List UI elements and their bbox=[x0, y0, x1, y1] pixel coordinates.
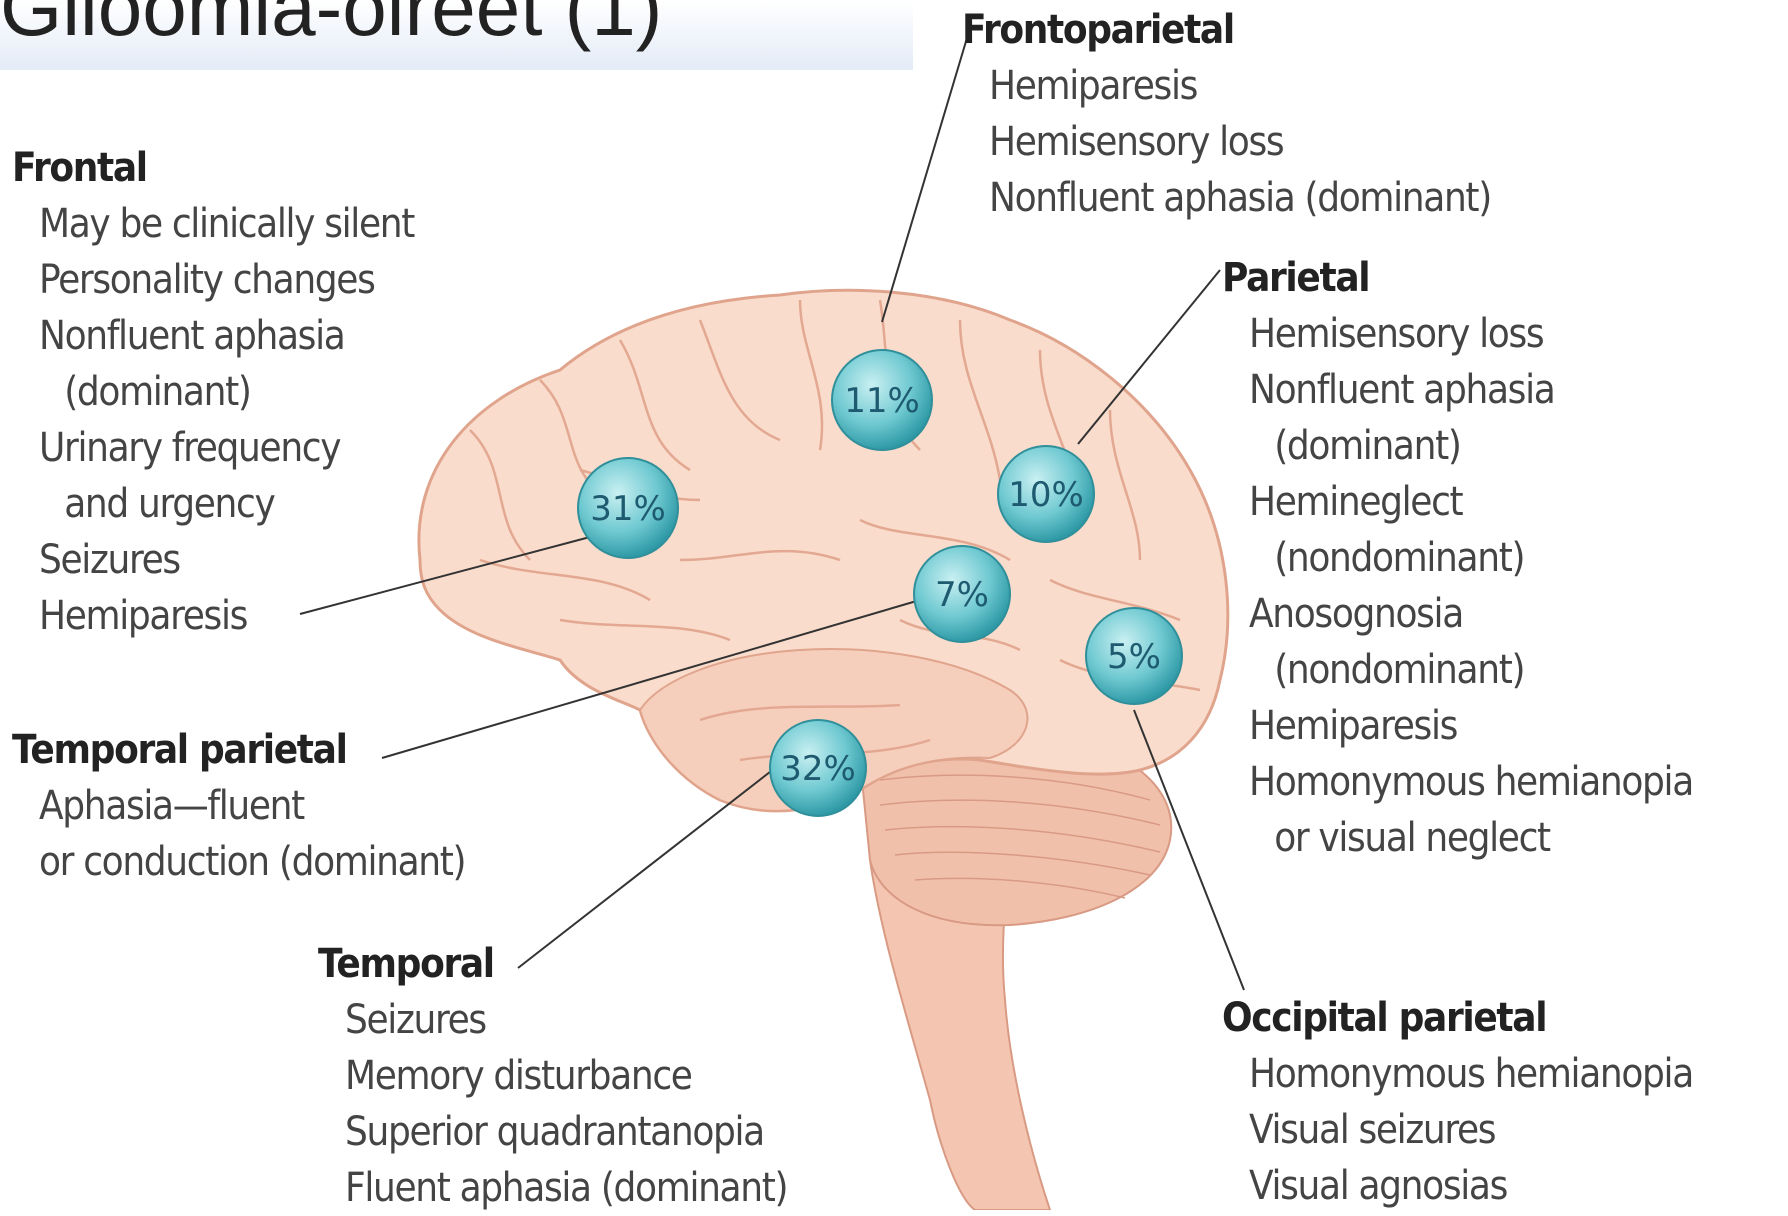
parietal-item: (nondominant) bbox=[1222, 642, 1693, 698]
label-temporal: Temporal Seizures Memory disturbance Sup… bbox=[318, 936, 787, 1216]
parietal-item: Hemiparesis bbox=[1222, 698, 1693, 754]
heading-frontoparietal: Frontoparietal bbox=[962, 2, 1491, 58]
badge-temporal-parietal-text: 7% bbox=[935, 575, 989, 615]
badge-temporal: 32% bbox=[770, 720, 866, 816]
badge-frontal-text: 31% bbox=[590, 489, 666, 529]
label-frontal: Frontal May be clinically silent Persona… bbox=[12, 140, 414, 644]
frontal-item: (dominant) bbox=[12, 364, 414, 420]
label-temporal-parietal: Temporal parietal Aphasia—fluent or cond… bbox=[12, 722, 465, 890]
occipital-parietal-item: Homonymous hemianopia bbox=[1222, 1046, 1693, 1102]
parietal-item: Hemineglect bbox=[1222, 474, 1693, 530]
badge-occipital-parietal-text: 5% bbox=[1107, 637, 1161, 677]
parietal-item: Nonfluent aphasia bbox=[1222, 362, 1693, 418]
parietal-item: (nondominant) bbox=[1222, 530, 1693, 586]
parietal-item: Anosognosia bbox=[1222, 586, 1693, 642]
occipital-parietal-item: Visual seizures bbox=[1222, 1102, 1693, 1158]
heading-parietal: Parietal bbox=[1222, 250, 1693, 306]
badge-frontal: 31% bbox=[578, 458, 678, 558]
heading-temporal-parietal: Temporal parietal bbox=[12, 722, 465, 778]
frontal-item: Seizures bbox=[12, 532, 414, 588]
parietal-item: or visual neglect bbox=[1222, 810, 1693, 866]
frontal-item: Nonfluent aphasia bbox=[12, 308, 414, 364]
frontal-item: Urinary frequency bbox=[12, 420, 414, 476]
occipital-parietal-item: Visual agnosias bbox=[1222, 1158, 1693, 1214]
frontoparietal-item: Nonfluent aphasia (dominant) bbox=[962, 170, 1491, 226]
badge-occipital-parietal: 5% bbox=[1086, 608, 1182, 704]
badge-parietal: 10% bbox=[998, 446, 1094, 542]
leader-line-frontoparietal bbox=[882, 28, 970, 322]
label-frontoparietal: Frontoparietal Hemiparesis Hemisensory l… bbox=[962, 2, 1491, 226]
frontoparietal-item: Hemiparesis bbox=[962, 58, 1491, 114]
frontal-item: Personality changes bbox=[12, 252, 414, 308]
heading-frontal: Frontal bbox=[12, 140, 414, 196]
temporal-parietal-item: Aphasia—fluent bbox=[12, 778, 465, 834]
temporal-item: Memory disturbance bbox=[318, 1048, 787, 1104]
frontal-item: Hemiparesis bbox=[12, 588, 414, 644]
label-occipital-parietal: Occipital parietal Homonymous hemianopia… bbox=[1222, 990, 1693, 1214]
temporal-parietal-item: or conduction (dominant) bbox=[12, 834, 465, 890]
frontoparietal-item: Hemisensory loss bbox=[962, 114, 1491, 170]
temporal-item: Superior quadrantanopia bbox=[318, 1104, 787, 1160]
badge-frontoparietal-text: 11% bbox=[844, 381, 920, 421]
parietal-item: Homonymous hemianopia bbox=[1222, 754, 1693, 810]
heading-temporal: Temporal bbox=[318, 936, 787, 992]
label-parietal: Parietal Hemisensory loss Nonfluent apha… bbox=[1222, 250, 1693, 866]
parietal-item: (dominant) bbox=[1222, 418, 1693, 474]
badge-parietal-text: 10% bbox=[1008, 475, 1084, 515]
temporal-item: Fluent aphasia (dominant) bbox=[318, 1160, 787, 1216]
temporal-item: Seizures bbox=[318, 992, 787, 1048]
badge-frontoparietal: 11% bbox=[832, 350, 932, 450]
frontal-item: May be clinically silent bbox=[12, 196, 414, 252]
badge-temporal-text: 32% bbox=[780, 749, 856, 789]
frontal-item: and urgency bbox=[12, 476, 414, 532]
badge-temporal-parietal: 7% bbox=[914, 546, 1010, 642]
parietal-item: Hemisensory loss bbox=[1222, 306, 1693, 362]
heading-occipital-parietal: Occipital parietal bbox=[1222, 990, 1693, 1046]
